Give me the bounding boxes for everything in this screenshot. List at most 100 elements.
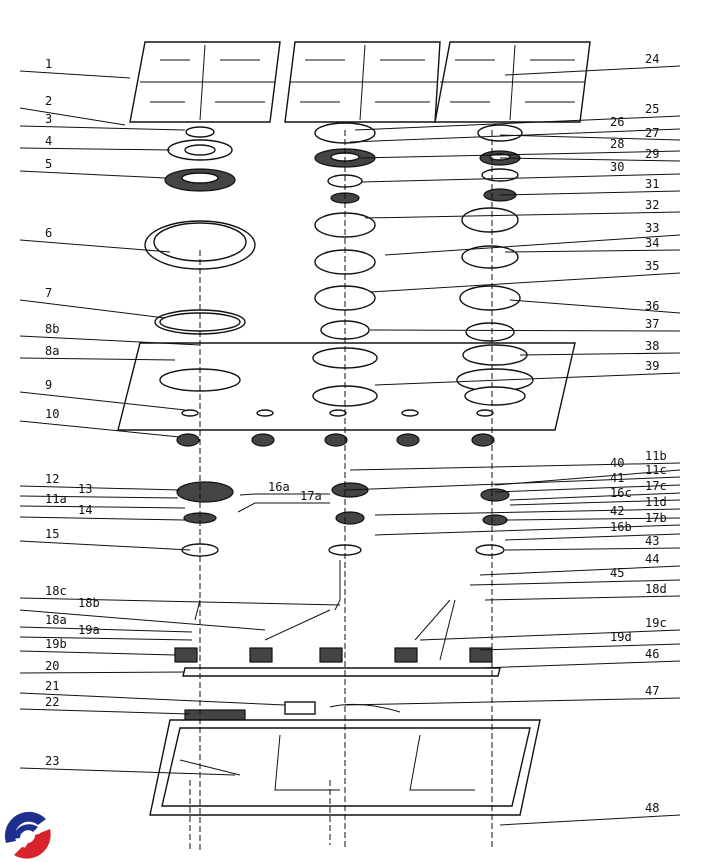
- leader-line: [419, 629, 681, 641]
- leader-line: [369, 272, 681, 293]
- brand-logo: [4, 811, 52, 859]
- leader-line: [499, 157, 681, 162]
- leader-line: [504, 249, 681, 253]
- part-label-19a: 19a: [78, 623, 100, 637]
- part-label-20: 20: [45, 659, 59, 673]
- leader-line: [19, 609, 266, 631]
- leader-line: [19, 495, 179, 499]
- leader-line: [369, 329, 681, 332]
- part-label-15: 15: [45, 527, 59, 541]
- part-label-35: 35: [645, 259, 659, 273]
- leader-line: [509, 299, 681, 314]
- part-label-14: 14: [78, 503, 92, 517]
- leader-line: [509, 492, 681, 501]
- part-label-16c: 16c: [610, 486, 632, 500]
- leader-line: [19, 170, 166, 179]
- part-label-16b: 16b: [610, 520, 632, 534]
- part-label-19d: 19d: [610, 630, 632, 644]
- part-label-39: 39: [645, 359, 659, 373]
- part-label-44: 44: [645, 552, 659, 566]
- part-label-45: 45: [610, 566, 624, 580]
- leader-line: [504, 65, 681, 76]
- knob-holes: [181, 409, 494, 417]
- grate-middle: [284, 41, 441, 123]
- part-label-11c: 11c: [645, 463, 667, 477]
- leader-line: [344, 697, 681, 706]
- leader-line: [374, 508, 681, 516]
- part-label-47: 47: [645, 684, 659, 698]
- part-label-9: 9: [45, 378, 52, 392]
- leader-line: [19, 299, 166, 319]
- leader-line: [504, 533, 681, 541]
- part-label-28: 28: [610, 137, 624, 151]
- part-label-11a: 11a: [45, 492, 67, 506]
- part-label-17c: 17c: [645, 479, 667, 493]
- leader-line: [509, 499, 681, 506]
- knob-bezels: [176, 433, 495, 447]
- leader-line: [349, 462, 681, 471]
- grate-left: [129, 41, 281, 123]
- leader-line: [19, 391, 186, 411]
- leader-line: [504, 547, 681, 551]
- part-label-12: 12: [45, 472, 59, 486]
- part-label-31: 31: [645, 177, 659, 191]
- part-label-10: 10: [45, 407, 59, 421]
- part-label-46: 46: [645, 647, 659, 661]
- leader-line: [344, 476, 681, 491]
- leader-line: [479, 643, 681, 651]
- part-label-5: 5: [45, 157, 52, 171]
- cap-small: [185, 126, 215, 138]
- part-label-17a: 17a: [300, 489, 322, 503]
- part-label-11b: 11b: [645, 449, 667, 463]
- leader-line: [19, 357, 176, 361]
- part-label-18a: 18a: [45, 613, 67, 627]
- leader-line: [359, 150, 681, 159]
- part-label-25: 25: [645, 102, 659, 116]
- leader-line: [19, 626, 193, 633]
- part-label-22: 22: [45, 695, 59, 709]
- part-label-38: 38: [645, 339, 659, 353]
- gas-valves: [174, 647, 493, 663]
- leader-line: [364, 211, 681, 219]
- part-label-16a: 16a: [268, 480, 290, 494]
- leader-line: [19, 125, 186, 131]
- part-label-6: 6: [45, 226, 52, 240]
- leader-line: [354, 115, 681, 131]
- part-label-4: 4: [45, 134, 52, 148]
- part-label-24: 24: [645, 52, 659, 66]
- leader-line: [19, 239, 171, 253]
- leader-line: [19, 70, 131, 79]
- leader-line: [19, 671, 186, 674]
- part-label-41: 41: [610, 471, 624, 485]
- gas-rail: [182, 667, 501, 677]
- part-label-18d: 18d: [645, 582, 667, 596]
- part-label-2: 2: [45, 94, 52, 108]
- leader-line: [484, 595, 681, 601]
- leader-line: [469, 579, 681, 586]
- leader-line: [19, 485, 181, 491]
- leader-line: [384, 234, 681, 256]
- part-label-8b: 8b: [45, 322, 59, 336]
- part-label-17b: 17b: [645, 511, 667, 525]
- part-label-21: 21: [45, 679, 59, 693]
- leader-line: [504, 517, 681, 521]
- leader-line: [499, 814, 681, 826]
- part-label-43: 43: [645, 534, 659, 548]
- part-label-18c: 18c: [45, 584, 67, 598]
- parts-drawing: [117, 41, 591, 850]
- leader-line: [479, 660, 681, 669]
- leader-line: [479, 565, 681, 576]
- leader-line: [237, 502, 330, 513]
- part-labels: 12345678b8a910121311a141518c18b18a19a19b…: [19, 52, 681, 826]
- part-label-30: 30: [610, 160, 624, 174]
- leader-line: [19, 540, 191, 551]
- part-label-42: 42: [610, 504, 624, 518]
- part-label-29: 29: [645, 147, 659, 161]
- leader-line: [519, 352, 681, 356]
- part-label-19b: 19b: [45, 637, 67, 651]
- leader-line: [374, 524, 681, 536]
- leader-line: [374, 372, 681, 386]
- leader-line: [361, 173, 681, 183]
